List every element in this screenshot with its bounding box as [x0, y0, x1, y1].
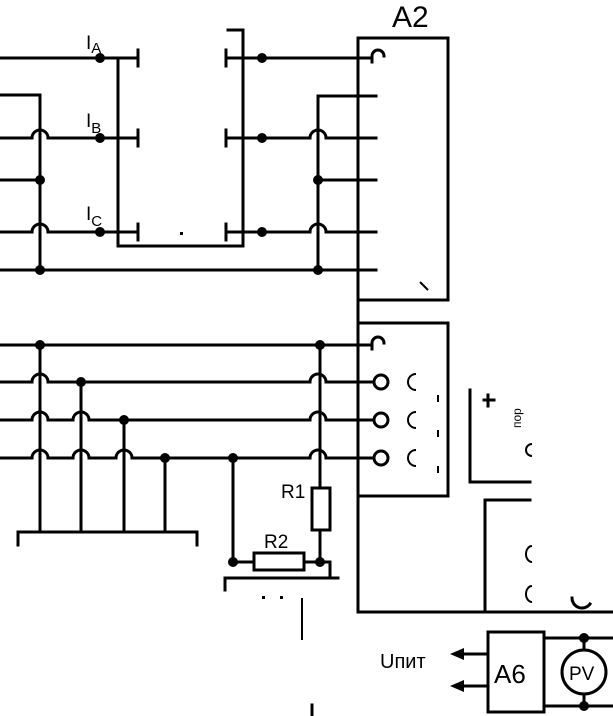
resistor-r2-label: R2 — [264, 532, 288, 553]
device-a2 — [356, 36, 613, 614]
supply-voltage-label: Uпит — [380, 651, 426, 673]
resistor-r1-label: R1 — [281, 482, 305, 503]
port-fragment-label: пор — [510, 408, 524, 428]
current-ib-label: IB — [86, 111, 101, 137]
arrows-upit — [450, 648, 490, 692]
device-a6-label: A6 — [494, 659, 526, 689]
minor-marks — [180, 232, 314, 716]
device-a6 — [486, 630, 546, 714]
current-ic-label: IC — [86, 204, 102, 230]
device-a2-label: A2 — [392, 1, 429, 34]
pv-label: PV — [569, 664, 595, 685]
pv-voltmeter — [542, 636, 613, 708]
current-ia-label: IA — [86, 33, 101, 57]
junction-dots — [35, 53, 589, 711]
voltage-circuit-wiring — [0, 343, 374, 592]
current-circuit-wiring — [0, 28, 372, 272]
